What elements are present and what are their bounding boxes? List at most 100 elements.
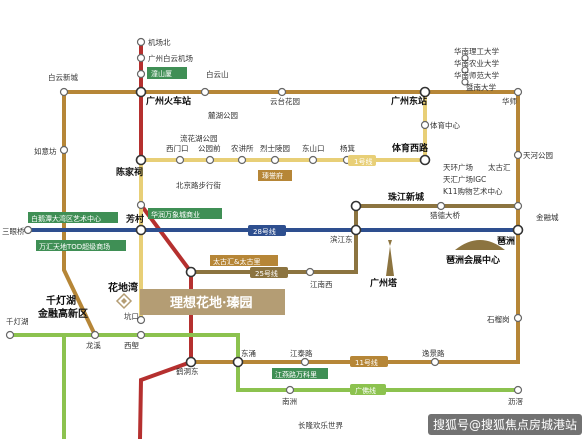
label-baiyunshan: 白云山 — [206, 69, 229, 79]
station-rudefang[interactable] — [59, 145, 69, 155]
label-shiliugang: 石榴岗 — [487, 314, 510, 324]
label-sc-tech: 华南理工大学 — [454, 46, 499, 56]
station-tangxi[interactable] — [136, 69, 146, 79]
badge-taiguhui — [210, 255, 278, 266]
station-hedong[interactable] — [185, 356, 197, 368]
label-xilang: 西塱 — [124, 340, 139, 350]
label-gz-east: 广州东站 — [391, 95, 427, 107]
line-brown-ring — [62, 90, 520, 364]
badge-baietan — [28, 212, 118, 223]
label-longxi: 龙溪 — [86, 340, 101, 350]
station-qiandenghu[interactable] — [5, 330, 15, 340]
label-jiangnanxi: 江南西 — [310, 279, 333, 289]
station-yijinglu[interactable] — [430, 357, 440, 367]
label-qiandenghu-stn: 千灯湖 — [6, 316, 29, 326]
station-nongjiangsuo[interactable] — [237, 155, 247, 165]
label-taiguhui-taiguli: 太古汇&太古里 — [213, 257, 260, 266]
station-liede-bridge[interactable] — [436, 201, 446, 211]
label-lvhu: 麓湖公园 — [208, 110, 238, 120]
project-box — [140, 289, 285, 315]
badge-line25 — [250, 267, 288, 278]
label-line25: 25号线 — [255, 269, 278, 278]
station-fangcun-28[interactable] — [135, 224, 147, 236]
station-sc-agri[interactable] — [461, 66, 469, 74]
badge-line11 — [350, 356, 388, 367]
label-huadiwan: 花地湾 — [108, 281, 138, 294]
station-jiangtai[interactable] — [300, 357, 310, 367]
station-guangzhou-railway[interactable] — [135, 86, 147, 98]
label-pazhou-expo: 琶洲会展中心 — [446, 254, 500, 266]
label-sc-agri: 华南农业大学 — [454, 58, 499, 68]
label-chenjiaci: 陈家祠 — [116, 166, 143, 178]
station-shiliugang[interactable] — [513, 313, 523, 323]
project-name: 理想花地·瑧园 — [170, 295, 253, 311]
badge-wanhui — [36, 240, 126, 251]
label-qiandenghu: 千灯湖 — [46, 294, 76, 307]
label-dongchong: 东涌 — [241, 348, 256, 358]
station-fangcun[interactable] — [136, 200, 146, 210]
station-huadiwan-x[interactable] — [185, 266, 197, 278]
station-tiyu-xilu[interactable] — [419, 154, 431, 166]
station-dongchong[interactable] — [232, 356, 244, 368]
label-tianhe-park: 天河公园 — [523, 151, 553, 160]
label-baiyun-airport: 广州白云机场 — [148, 53, 193, 63]
station-ximenkou[interactable] — [175, 155, 185, 165]
watermark: 搜狐号@搜狐焦点房城港站 — [427, 414, 582, 435]
badge-huarun — [148, 208, 222, 219]
label-line1: 1号线 — [354, 157, 372, 166]
station-yuntai[interactable] — [277, 87, 287, 97]
station-zhujiang-newtown[interactable] — [350, 200, 362, 212]
label-kengkou: 坑口 — [124, 311, 139, 321]
station-xilang[interactable] — [136, 330, 146, 340]
line-brown-west — [62, 150, 97, 336]
badge-line1 — [348, 155, 376, 166]
station-baiyunshan[interactable] — [200, 87, 210, 97]
label-fangcun: 芳村 — [126, 213, 144, 225]
label-lijiao: 沥滘 — [508, 397, 523, 406]
station-binjiang-east[interactable] — [350, 224, 362, 236]
label-jinrong-gaoxin: 金融高新区 — [37, 307, 88, 320]
label-pazhou: 琶洲 — [497, 235, 515, 247]
station-tianhe-park[interactable] — [513, 150, 523, 160]
label-canton-tower: 广州塔 — [370, 277, 398, 289]
station-lijiao[interactable] — [513, 385, 523, 395]
label-yangji: 杨箕 — [340, 143, 355, 153]
station-sc-tech[interactable] — [461, 54, 469, 62]
label-taiguhui: 太古汇 — [488, 162, 511, 172]
station-lieshi[interactable] — [270, 155, 280, 165]
badge-line28 — [248, 225, 286, 236]
station-chenjiaci[interactable] — [135, 154, 147, 166]
station-jinrongcheng[interactable] — [513, 201, 523, 211]
station-sanyanqiao[interactable] — [23, 225, 33, 235]
label-tiyu-center: 体育中心 — [430, 120, 460, 130]
station-baiyun-xincheng[interactable] — [59, 87, 69, 97]
label-gz-railway: 广州火车站 — [146, 95, 191, 107]
station-dongshankou[interactable] — [308, 155, 318, 165]
badge-guangfo — [350, 384, 386, 395]
label-liuhua: 流花湖公园 — [180, 133, 218, 143]
label-tiyu-xilu: 体育西路 — [392, 142, 429, 154]
label-sanyanqiao: 三眼桥 — [2, 226, 25, 236]
station-huashi[interactable] — [513, 87, 523, 97]
station-sc-normal[interactable] — [461, 78, 469, 86]
label-guangfo: 广佛线 — [355, 386, 376, 395]
station-jichangbei[interactable] — [136, 37, 146, 47]
station-longxi[interactable] — [90, 330, 100, 340]
station-gongyuanqian[interactable] — [205, 155, 215, 165]
label-lieshi: 烈士陵园 — [260, 143, 290, 153]
station-nanzhou[interactable] — [285, 385, 295, 395]
label-k11: K11购物艺术中心 — [443, 186, 503, 196]
station-jiangnanxi[interactable] — [305, 267, 315, 277]
badge-jiangyan — [272, 368, 328, 379]
station-kengkou[interactable] — [136, 315, 146, 325]
pazhou-expo-icon — [455, 240, 505, 250]
label-beijinglu: 北京路步行街 — [176, 180, 221, 190]
label-rudefang: 如意坊 — [34, 146, 57, 156]
station-tiyu-center[interactable] — [420, 120, 430, 130]
station-pazhou[interactable] — [512, 224, 524, 236]
label-line11: 11号线 — [355, 358, 378, 367]
label-nanzhou: 南洲 — [282, 396, 297, 406]
station-gz-east[interactable] — [419, 86, 431, 98]
station-baiyun-airport[interactable] — [136, 53, 146, 63]
